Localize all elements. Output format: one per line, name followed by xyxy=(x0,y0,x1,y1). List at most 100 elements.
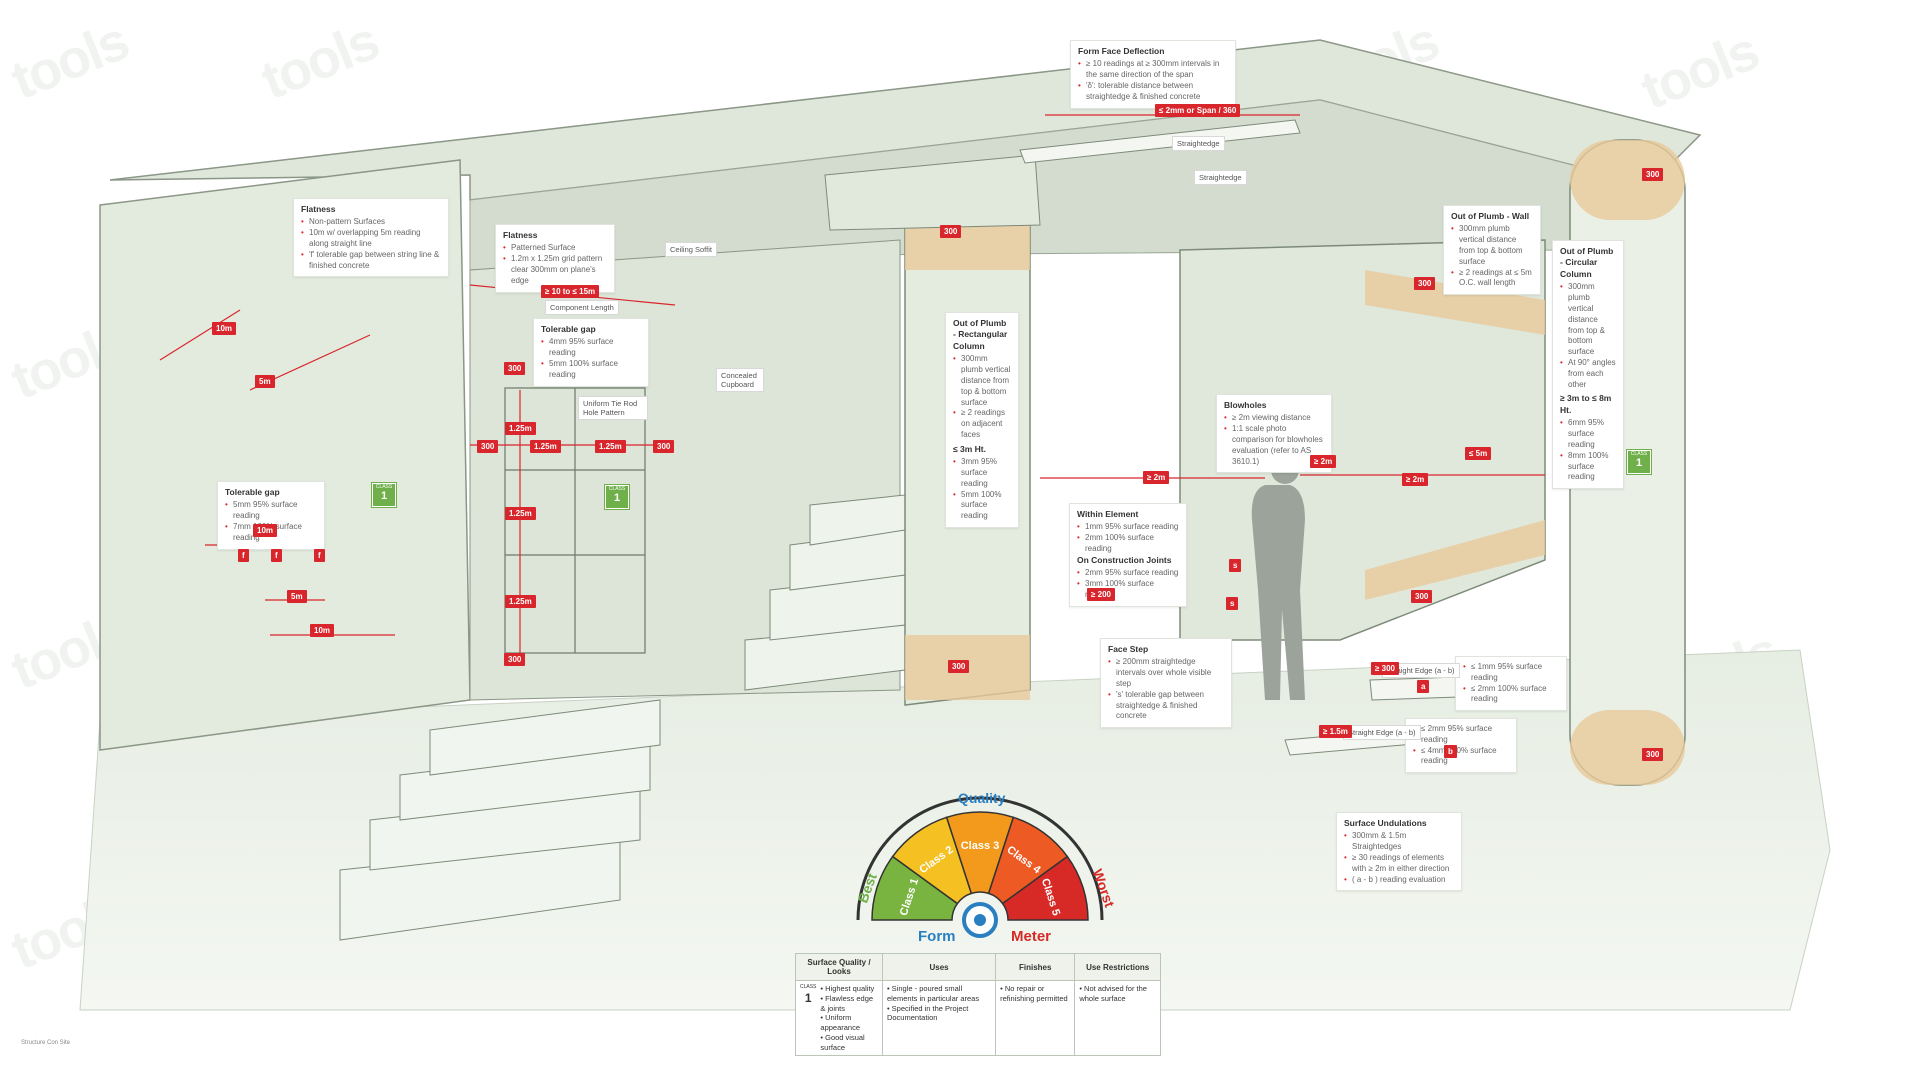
looks-item: • Highest quality xyxy=(820,984,875,993)
tag-a: a xyxy=(1417,680,1430,693)
right-wall-band xyxy=(1365,270,1545,335)
tag-5m: 5m xyxy=(255,375,275,388)
note-line: 1.2m x 1.25m grid pattern clear 300mm on… xyxy=(503,254,607,286)
note-line: 1:1 scale photo comparison for blowholes… xyxy=(1224,424,1324,467)
meter-outer-ring xyxy=(856,796,1104,921)
note-title: Tolerable gap xyxy=(225,487,280,497)
label-straight-edge-ab-2: Straight Edge (a - b) xyxy=(1343,725,1421,740)
tag-range: ≥ 10 to ≤ 15m xyxy=(541,285,600,298)
tag-5m: ≤ 5m xyxy=(1465,447,1492,460)
tag-1-25m: 1.25m xyxy=(505,595,536,608)
class-table: Surface Quality / Looks Uses Finishes Us… xyxy=(795,953,1161,1057)
note-straight-edge-1: ≤ 1mm 95% surface reading ≤ 2mm 100% sur… xyxy=(1455,656,1567,712)
note-title: Flatness xyxy=(301,204,336,214)
note-within-element: Within Element 1mm 95% surface reading 2… xyxy=(1069,503,1187,607)
tag-b: b xyxy=(1444,745,1457,758)
tag-300: 300 xyxy=(653,440,675,453)
note-line: At 90° angles from each other xyxy=(1560,358,1616,390)
note-tolerable-gap-left: Tolerable gap 5mm 95% surface reading 7m… xyxy=(217,481,325,550)
meter-form-label: Form xyxy=(918,928,956,945)
tag-1-25m: 1.25m xyxy=(505,507,536,520)
uses-cell: • Single - poured small elements in part… xyxy=(881,979,997,1057)
note-line: 's' tolerable gap between straightedge &… xyxy=(1108,690,1224,722)
tag-300: 300 xyxy=(504,362,526,375)
tag-300-straightedge: ≥ 300 xyxy=(1371,662,1399,675)
right-wall-band-low xyxy=(1365,520,1545,600)
note-title: Tolerable gap xyxy=(541,324,596,334)
badge-label: CLASS xyxy=(1630,451,1648,457)
meter-hub-dot xyxy=(974,914,986,926)
note-out-of-plumb-wall: Out of Plumb - Wall 300mm plumb vertical… xyxy=(1443,205,1541,296)
tag-1-5m: ≥ 1.5m xyxy=(1319,725,1352,738)
label-tie-rod-pattern: Uniform Tie Rod Hole Pattern xyxy=(578,396,648,420)
looks-item: • Good visual surface xyxy=(820,1032,865,1052)
label-component-length: Component Length xyxy=(545,300,619,315)
tag-300: 300 xyxy=(1414,277,1436,290)
note-form-face-deflection: Form Face Deflection ≥ 10 readings at ≥ … xyxy=(1070,40,1236,109)
badge-value: 1 xyxy=(1635,457,1643,469)
note-line: ≥ 200mm straightedge intervals over whol… xyxy=(1108,657,1224,689)
label-straightedge: Straightedge xyxy=(1172,136,1225,151)
note-title: Face Step xyxy=(1108,644,1149,654)
note-line: 300mm plumb vertical distance from top &… xyxy=(1560,282,1616,358)
note-title: Blowholes xyxy=(1224,400,1267,410)
tag-300: 300 xyxy=(504,653,526,666)
note-line: 6mm 95% surface reading xyxy=(1560,418,1616,450)
tag-s: s xyxy=(1229,559,1242,572)
person-silhouette xyxy=(1251,456,1305,700)
label-straightedge-lower: Straightedge xyxy=(1194,170,1247,185)
note-title: Surface Undulations xyxy=(1344,818,1427,828)
note-line: 4mm 95% surface reading xyxy=(541,337,641,359)
label-straight-edge-ab-1: Straight Edge (a - b) xyxy=(1382,663,1460,678)
badge-label: CLASS xyxy=(375,484,393,490)
note-line: 'f' tolerable gap between string line & … xyxy=(301,250,441,272)
tie-rod-grid xyxy=(504,387,646,654)
note-flatness-middle: Flatness Patterned Surface 1.2m x 1.25m … xyxy=(495,224,615,293)
tag-300: 300 xyxy=(1411,590,1433,603)
class-value: 1 xyxy=(804,990,812,1005)
note-line: 2mm 95% surface reading xyxy=(1077,568,1179,579)
note-straight-edge-2: ≤ 2mm 95% surface reading ≤ 4mm 100% sur… xyxy=(1405,718,1517,774)
table-header: Use Restrictions xyxy=(1074,953,1161,981)
tag-f: f xyxy=(314,549,325,562)
tag-200: ≥ 200 xyxy=(1087,588,1115,601)
restrictions-cell: • Not advised for the whole surface xyxy=(1074,979,1161,1057)
note-line: ≥ 2m viewing distance xyxy=(1224,413,1324,424)
note-line: 10m w/ overlapping 5m reading along stra… xyxy=(301,228,441,250)
note-line: 3mm 95% surface reading xyxy=(953,457,1011,489)
note-line: ≥ 30 readings of elements with ≥ 2m in e… xyxy=(1344,853,1454,875)
note-line: ≥ 2 readings on adjacent faces xyxy=(953,408,1011,440)
table-header: Surface Quality / Looks xyxy=(795,953,883,981)
note-line: 300mm plumb vertical distance from top &… xyxy=(1451,224,1533,267)
note-line: ≤ 1mm 95% surface reading xyxy=(1463,662,1559,684)
tag-300: 300 xyxy=(1642,168,1664,181)
note-flatness-left: Flatness Non-pattern Surfaces 10m w/ ove… xyxy=(293,198,449,278)
note-subtitle: ≤ 3m Ht. xyxy=(953,443,987,454)
meter-meter-label: Meter xyxy=(1011,928,1052,945)
tag-1-25m: 1.25m xyxy=(505,422,536,435)
note-line: ( a - b ) reading evaluation xyxy=(1344,875,1454,886)
uses-item: • Specified in the Project Documentation xyxy=(886,1003,969,1023)
meter-class-label: Class 3 xyxy=(961,840,1000,852)
note-line: ≥ 10 readings at ≥ 300mm intervals in th… xyxy=(1078,59,1228,81)
tag-10m: 10m xyxy=(212,322,237,335)
looks-item: • Uniform appearance xyxy=(820,1013,861,1032)
note-line: 5mm 100% surface reading xyxy=(953,490,1011,522)
note-line: Non-pattern Surfaces xyxy=(301,217,441,228)
note-subtitle: ≥ 3m to ≤ 8m Ht. xyxy=(1560,393,1612,415)
circ-band-top xyxy=(1570,140,1685,220)
note-line: 1mm 95% surface reading xyxy=(1077,522,1179,533)
meter-quality-label: Quality xyxy=(958,790,1006,806)
note-line: 300mm plumb vertical distance from top &… xyxy=(953,354,1011,408)
uses-item: • Single - poured small elements in part… xyxy=(886,984,980,1003)
note-line: 2mm 100% surface reading xyxy=(1077,533,1179,555)
note-face-step: Face Step ≥ 200mm straightedge intervals… xyxy=(1100,638,1232,729)
meter-segment-class-5 xyxy=(1001,855,1089,921)
note-surface-undulations: Surface Undulations 300mm & 1.5m Straigh… xyxy=(1336,812,1462,892)
note-line: 8mm 100% surface reading xyxy=(1560,451,1616,483)
tag-300: 300 xyxy=(940,225,962,238)
beam xyxy=(824,154,1041,231)
